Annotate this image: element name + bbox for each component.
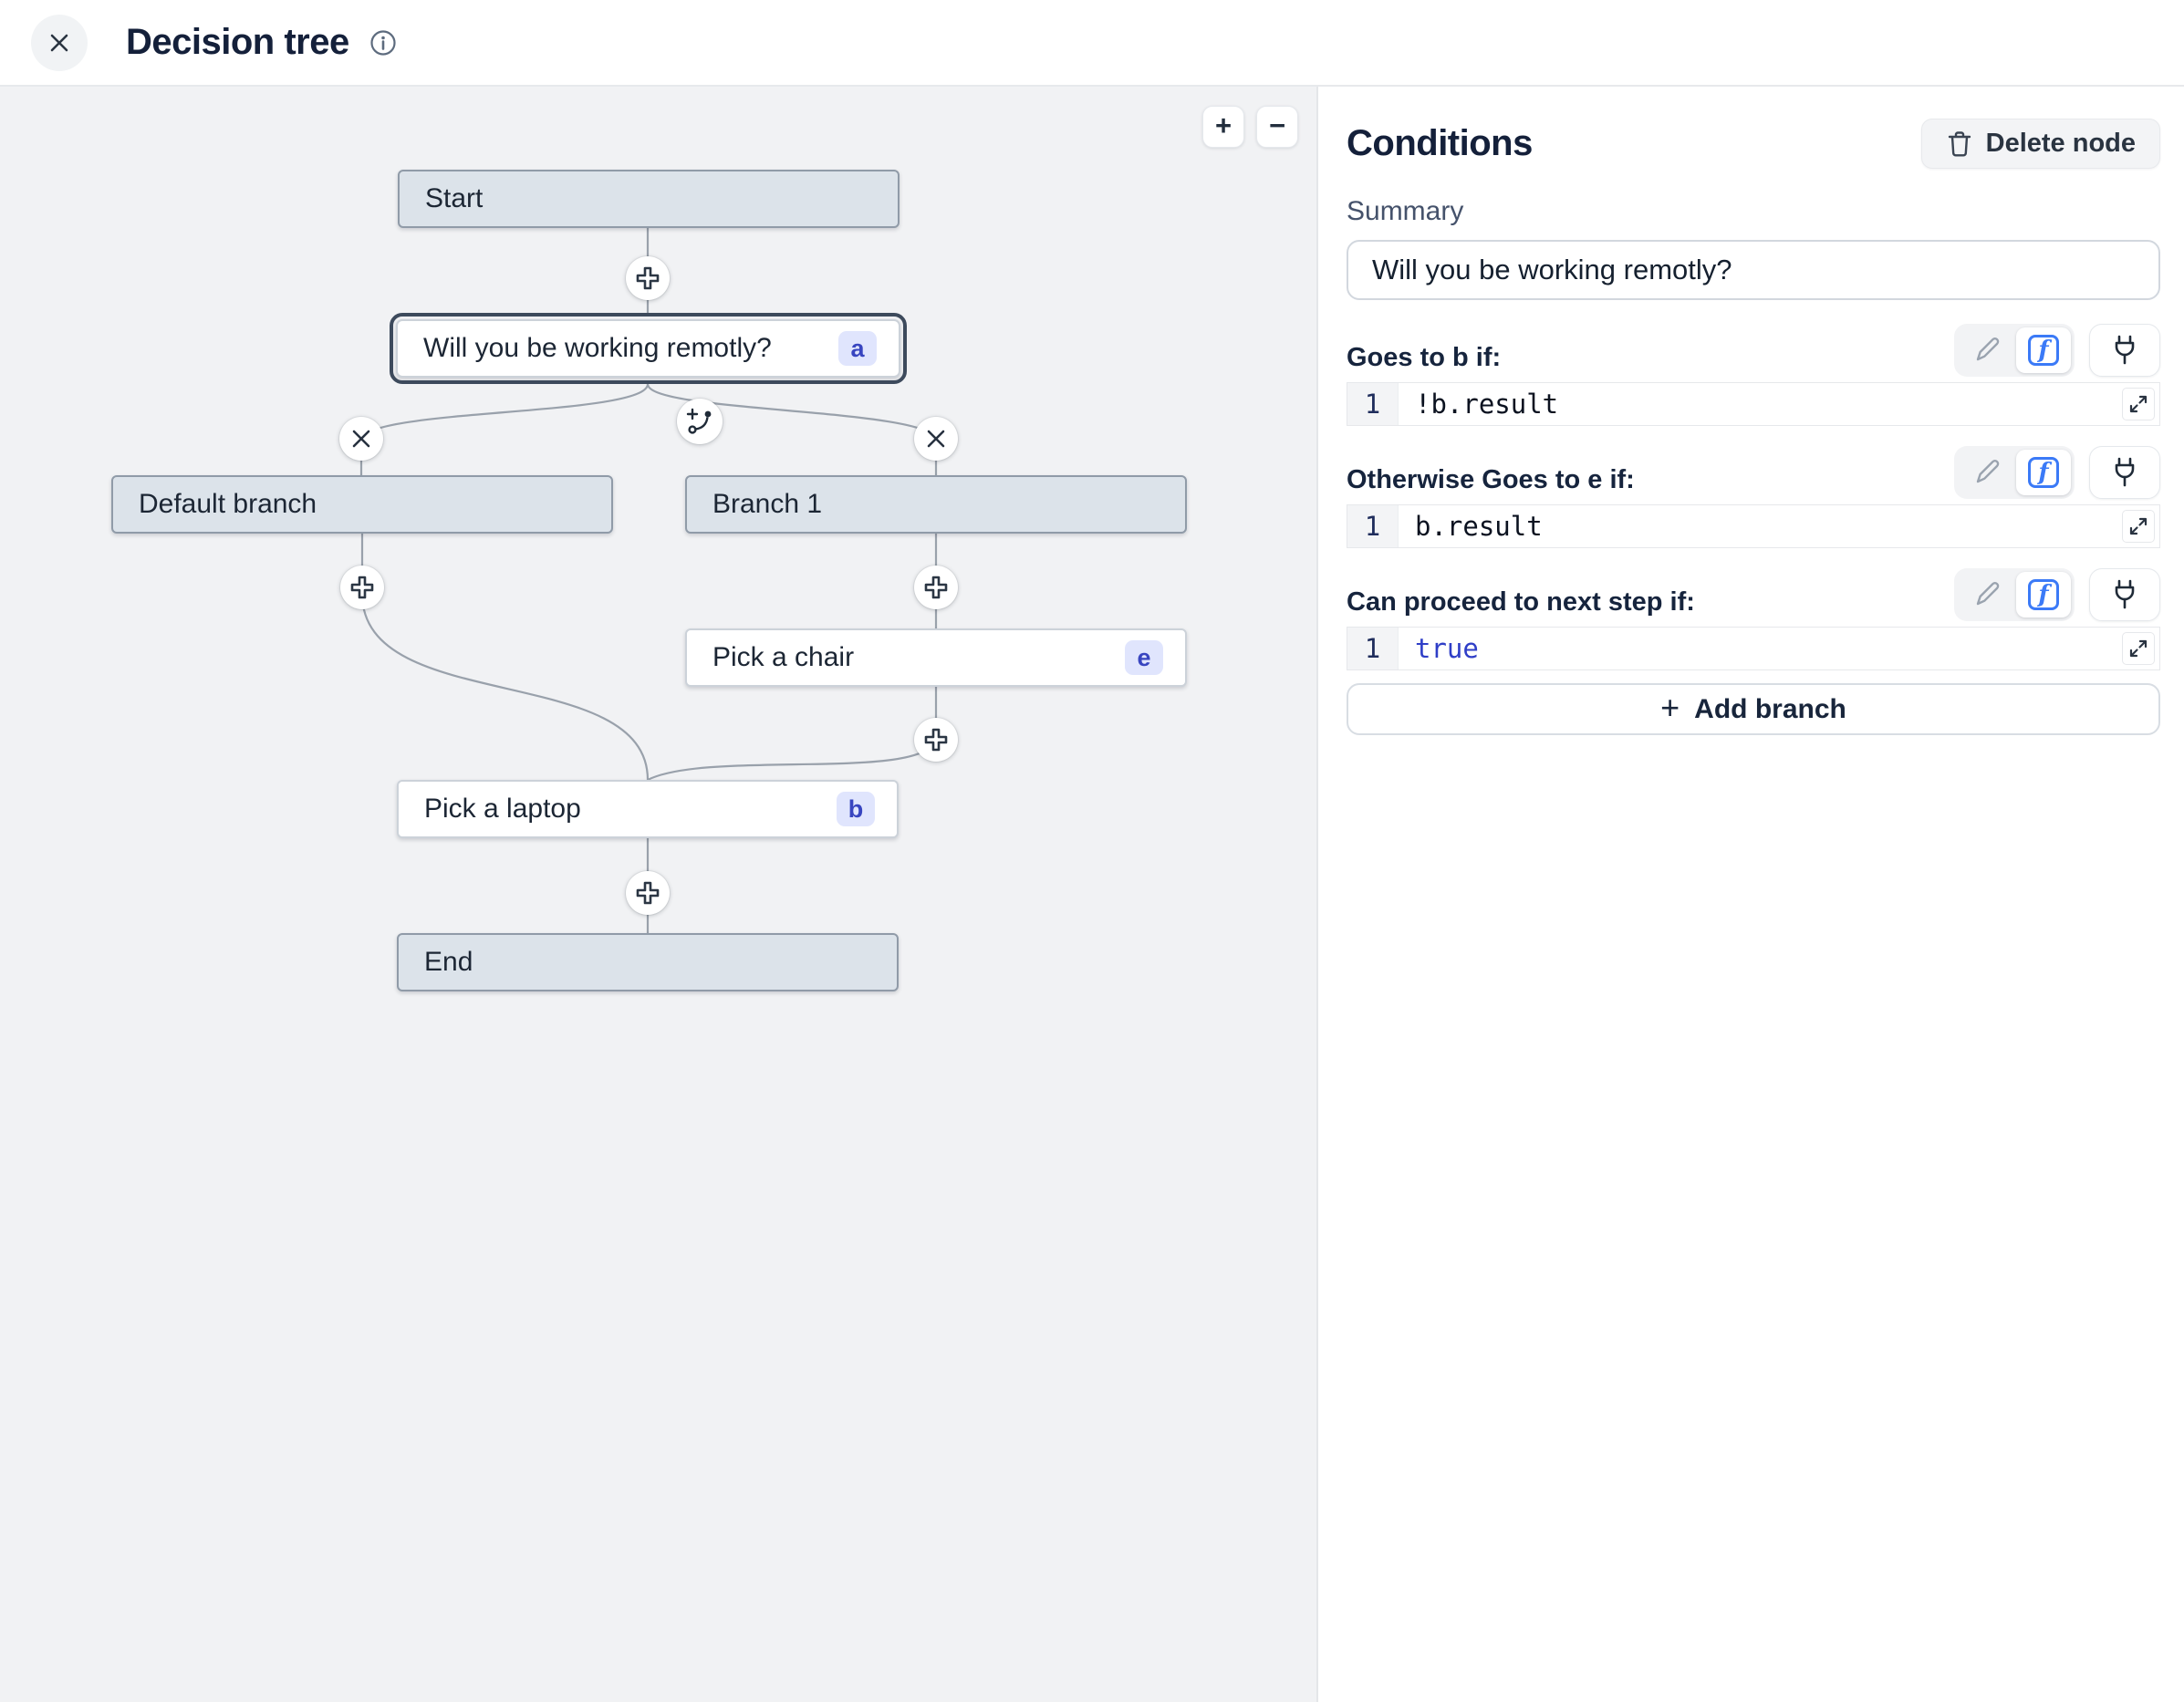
expand-icon (2129, 639, 2148, 658)
pencil-icon (1972, 336, 2002, 365)
code-input[interactable]: b.result (1415, 511, 1543, 542)
remove-branch-button[interactable] (339, 417, 383, 461)
formula-mode-button[interactable]: f (2016, 327, 2071, 373)
node-default-branch[interactable]: Default branch (111, 475, 613, 534)
trash-icon (1946, 130, 1973, 159)
code-editor: 1 b.result (1347, 504, 2160, 548)
connector-button[interactable] (2089, 568, 2160, 621)
plus-icon: + (1214, 109, 1232, 141)
add-branch-button[interactable]: + Add branch (1347, 683, 2160, 735)
summary-input[interactable] (1347, 240, 2160, 300)
plus-icon (636, 881, 660, 905)
condition-section-otherwise-e: Otherwise Goes to e if: f (1347, 437, 2160, 548)
line-number: 1 (1347, 383, 1399, 425)
add-node-button[interactable] (914, 718, 958, 762)
code-editor: 1 !b.result (1347, 382, 2160, 426)
editor-mode-group: f (1954, 568, 2075, 621)
summary-label: Summary (1347, 196, 1464, 226)
node-badge: a (838, 331, 877, 366)
plug-icon (2108, 333, 2141, 368)
info-icon[interactable] (369, 29, 397, 57)
add-branch-split-button[interactable] (677, 399, 723, 444)
plug-icon (2108, 577, 2141, 612)
formula-mode-button[interactable]: f (2016, 572, 2071, 617)
plus-icon (350, 576, 374, 599)
connector-button[interactable] (2089, 446, 2160, 499)
expand-editor-button[interactable] (2122, 510, 2155, 543)
close-button[interactable] (31, 14, 88, 71)
editor-mode-group: f (1954, 324, 2075, 377)
node-pick-chair[interactable]: Pick a chair e (685, 628, 1187, 687)
code-input[interactable]: !b.result (1415, 389, 1559, 420)
line-number: 1 (1347, 628, 1399, 669)
node-label: Pick a chair (712, 642, 855, 672)
node-label: End (424, 947, 473, 977)
code-input[interactable]: true (1415, 633, 1479, 664)
node-label: Will you be working remotly? (423, 333, 772, 363)
expand-icon (2129, 395, 2148, 413)
edit-mode-button[interactable] (1958, 572, 2016, 617)
delete-node-label: Delete node (1985, 129, 2136, 158)
close-icon (927, 430, 945, 448)
condition-section-goes-to-b: Goes to b if: f (1347, 315, 2160, 426)
edit-mode-button[interactable] (1958, 450, 2016, 495)
remove-branch-button[interactable] (914, 417, 958, 461)
add-node-button[interactable] (340, 566, 384, 609)
add-node-button[interactable] (626, 256, 670, 300)
conditions-panel: Conditions Delete node Summary Goes to b… (1316, 87, 2184, 1702)
node-branch-1[interactable]: Branch 1 (685, 475, 1187, 534)
plug-icon (2108, 455, 2141, 490)
plus-icon (924, 576, 948, 599)
condition-label: Otherwise Goes to e if: (1347, 465, 1635, 494)
pencil-icon (1972, 458, 2002, 487)
add-node-button[interactable] (626, 871, 670, 915)
editor-mode-group: f (1954, 446, 2075, 499)
node-label: Branch 1 (712, 489, 823, 519)
add-node-button[interactable] (914, 566, 958, 609)
function-icon: f (2028, 579, 2059, 610)
node-end[interactable]: End (397, 933, 899, 991)
expand-editor-button[interactable] (2122, 632, 2155, 665)
plus-icon (924, 728, 948, 752)
close-icon (47, 30, 72, 56)
node-question-selected[interactable]: Will you be working remotly? a (390, 313, 907, 384)
node-label: Pick a laptop (424, 794, 581, 824)
expand-editor-button[interactable] (2122, 388, 2155, 420)
app-header: Decision tree (0, 0, 2184, 87)
page-title: Decision tree (126, 22, 349, 62)
minus-icon: − (1268, 109, 1286, 141)
node-badge: b (837, 792, 875, 826)
delete-node-button[interactable]: Delete node (1920, 119, 2160, 169)
formula-mode-button[interactable]: f (2016, 450, 2071, 495)
condition-label: Can proceed to next step if: (1347, 587, 1695, 617)
plus-icon (636, 266, 660, 290)
node-label: Start (425, 183, 484, 213)
panel-header: Conditions Delete node (1347, 119, 2160, 169)
code-editor: 1 true (1347, 627, 2160, 670)
node-label: Default branch (139, 489, 317, 519)
node-start[interactable]: Start (398, 170, 900, 228)
connector-button[interactable] (2089, 324, 2160, 377)
zoom-out-button[interactable]: − (1256, 106, 1298, 148)
panel-title: Conditions (1347, 123, 1533, 163)
function-icon: f (2028, 335, 2059, 366)
line-number: 1 (1347, 505, 1399, 547)
flow-canvas[interactable]: + − Start Will you be working remotly? a (0, 87, 1316, 1702)
function-icon: f (2028, 457, 2059, 488)
node-pick-laptop[interactable]: Pick a laptop b (397, 780, 899, 838)
condition-label: Goes to b if: (1347, 343, 1502, 372)
expand-icon (2129, 517, 2148, 535)
close-icon (352, 430, 370, 448)
zoom-in-button[interactable]: + (1202, 106, 1244, 148)
branch-add-icon (686, 408, 712, 434)
add-branch-label: Add branch (1694, 693, 1846, 724)
edit-mode-button[interactable] (1958, 327, 2016, 373)
plus-icon: + (1660, 688, 1680, 726)
pencil-icon (1972, 580, 2002, 609)
node-badge: e (1125, 640, 1163, 675)
condition-section-proceed: Can proceed to next step if: f (1347, 559, 2160, 670)
